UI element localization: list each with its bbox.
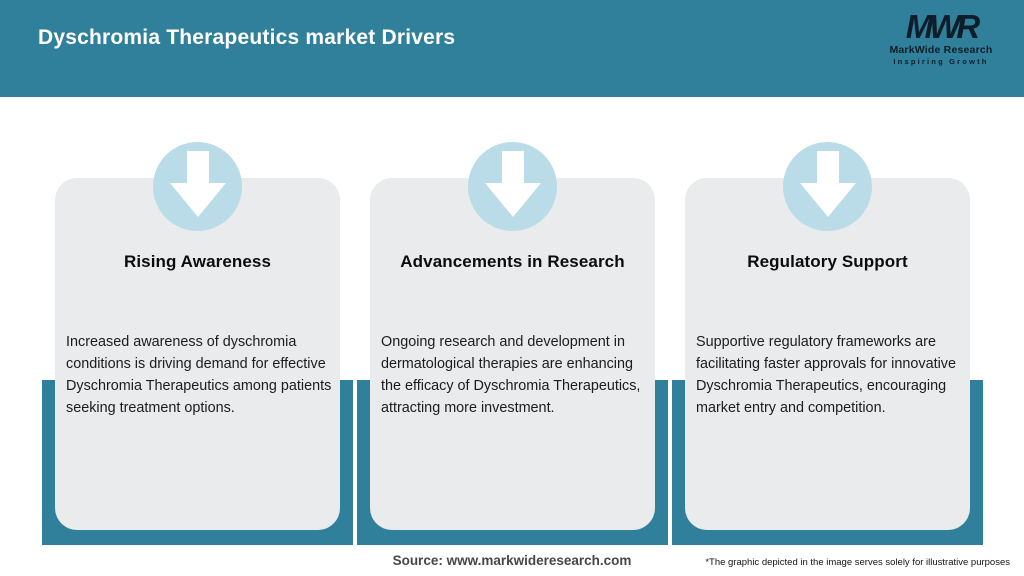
disclaimer-text: *The graphic depicted in the image serve…: [705, 557, 1010, 568]
icon-circle: [153, 142, 242, 231]
card-description: Increased awareness of dyschromia condit…: [66, 334, 332, 416]
card-title: Rising Awareness: [123, 252, 272, 271]
driver-card-advancements-in-research: Advancements in Research Ongoing researc…: [357, 0, 668, 576]
down-arrow-icon: [484, 151, 542, 222]
down-arrow-icon: [169, 151, 227, 222]
card-body: [55, 178, 340, 530]
source-text: Source: www.markwideresearch.com: [392, 553, 632, 568]
logo-monogram: MWR: [905, 8, 980, 45]
logo-tagline: Inspiring Growth: [893, 57, 989, 66]
card-description: Supportive regulatory frameworks are fac…: [696, 334, 956, 416]
markwide-research-logo: MWR MarkWide Research Inspiring Growth: [876, 10, 1006, 66]
card-title: Regulatory Support: [747, 252, 908, 271]
page-title: Dyschromia Therapeutics market Drivers: [38, 26, 456, 49]
header-bar: Dyschromia Therapeutics market Drivers M…: [0, 0, 1024, 97]
icon-circle: [783, 142, 872, 231]
driver-card-rising-awareness: Rising Awareness Increased awareness of …: [42, 0, 353, 576]
card-body: [370, 178, 655, 530]
card-title: Advancements in Research: [400, 252, 625, 271]
driver-card-regulatory-support: Regulatory Support Supportive regulatory…: [672, 0, 983, 576]
card-body: [685, 178, 970, 530]
icon-circle: [468, 142, 557, 231]
card-description: Ongoing research and development in derm…: [381, 334, 641, 416]
down-arrow-icon: [799, 151, 857, 222]
logo-name: MarkWide Research: [889, 44, 993, 56]
